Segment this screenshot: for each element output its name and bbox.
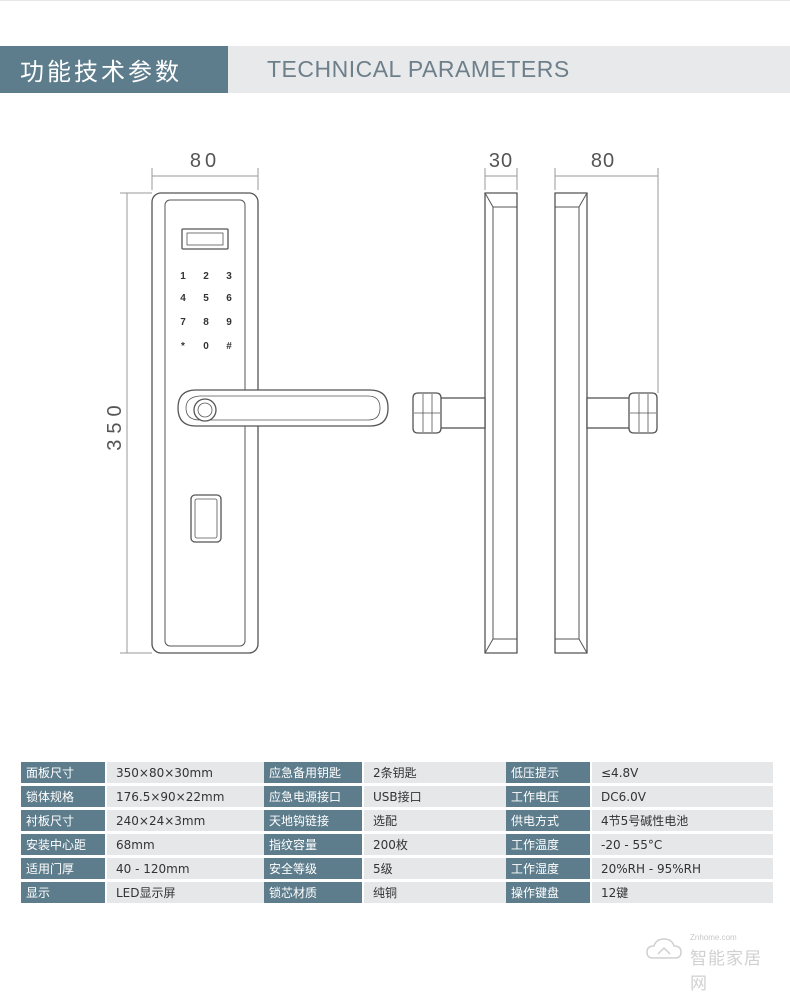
spec-value: -20 - 55°C [592, 834, 773, 855]
banner-title-block: 功能技术参数 [0, 46, 228, 93]
spec-value: 选配 [364, 810, 512, 831]
keypad: 1 2 3 4 5 6 7 8 9 * 0 # [180, 271, 232, 352]
spec-label: 显示 [21, 882, 105, 903]
handle-lever [177, 389, 389, 427]
spec-value: 350×80×30mm [107, 762, 269, 783]
keypad-key: 9 [226, 317, 232, 328]
spec-label: 低压提示 [506, 762, 590, 783]
lock-side-view-right [554, 192, 658, 654]
spec-value: 12键 [592, 882, 773, 903]
spec-value: DC6.0V [592, 786, 773, 807]
side-width-dimension: 80 [591, 150, 615, 172]
spec-row: 工作温度-20 - 55°C [506, 834, 773, 855]
led-display [181, 228, 229, 250]
keypad-key: 5 [203, 293, 209, 304]
spec-label: 适用门厚 [21, 858, 105, 879]
spec-value: 纯铜 [364, 882, 512, 903]
spec-value: 40 - 120mm [107, 858, 269, 879]
spec-value: 68mm [107, 834, 269, 855]
spec-row: 低压提示≤4.8V [506, 762, 773, 783]
side-left-body [484, 192, 518, 654]
fingerprint-reader-icon [193, 398, 217, 422]
keypad-key: 1 [180, 271, 186, 282]
led-display-screen [186, 232, 224, 246]
spec-label: 面板尺寸 [21, 762, 105, 783]
keypad-key: 7 [180, 317, 186, 328]
spec-label: 锁芯材质 [264, 882, 362, 903]
spec-value: 2条钥匙 [364, 762, 512, 783]
watermark-site: Znhome.com [690, 933, 737, 942]
side-right-spindle [586, 397, 631, 429]
spec-value: 20%RH - 95%RH [592, 858, 773, 879]
spec-label: 天地钩链接 [264, 810, 362, 831]
cloud-house-icon [646, 938, 682, 959]
spec-label: 工作湿度 [506, 858, 590, 879]
spec-value: 200枚 [364, 834, 512, 855]
banner-title-en: TECHNICAL PARAMETERS [267, 56, 570, 82]
dimension-lines [120, 168, 659, 654]
keypad-key: * [181, 341, 185, 352]
lock-side-view-left [412, 192, 518, 654]
watermark-brand: 智能家居网 [690, 949, 762, 994]
technical-drawing: 80 350 30 80 1 2 3 4 5 6 7 8 9 * 0 # [104, 150, 659, 654]
keypad-key: 2 [203, 271, 209, 282]
keypad-key: # [226, 341, 232, 352]
keypad-key: 4 [180, 293, 186, 304]
banner-title-cn: 功能技术参数 [20, 58, 182, 86]
spec-label: 锁体规格 [21, 786, 105, 807]
spec-label: 衬板尺寸 [21, 810, 105, 831]
spec-value: ≤4.8V [592, 762, 773, 783]
spec-label: 安装中心距 [21, 834, 105, 855]
top-divider [0, 0, 790, 1]
front-width-dimension: 80 [190, 150, 220, 172]
keypad-key: 6 [226, 293, 232, 304]
keypad-key: 0 [203, 341, 209, 352]
spec-value: 240×24×3mm [107, 810, 269, 831]
spec-value: 5级 [364, 858, 512, 879]
spec-value: LED显示屏 [107, 882, 269, 903]
watermark: Znhome.com 智能家居网 [644, 930, 774, 994]
spec-label: 指纹容量 [264, 834, 362, 855]
side-right-body [554, 192, 588, 654]
keypad-key: 8 [203, 317, 209, 328]
spec-row: 天地钩链接选配 [264, 810, 512, 831]
spec-row: 锁芯材质纯铜 [264, 882, 512, 903]
spec-value: USB接口 [364, 786, 512, 807]
spec-value: 176.5×90×22mm [107, 786, 269, 807]
spec-label: 安全等级 [264, 858, 362, 879]
front-height-dimension: 350 [104, 399, 126, 450]
side-left-spindle [439, 397, 486, 429]
spec-value: 4节5号碱性电池 [592, 810, 773, 831]
spec-label: 应急电源接口 [264, 786, 362, 807]
keypad-key: 3 [226, 271, 232, 282]
spec-label: 操作键盘 [506, 882, 590, 903]
spec-label: 工作温度 [506, 834, 590, 855]
keyhole-cover [190, 494, 222, 543]
spec-label: 工作电压 [506, 786, 590, 807]
section-banner: 功能技术参数 TECHNICAL PARAMETERS [0, 46, 790, 93]
spec-label: 应急备用钥匙 [264, 762, 362, 783]
side-depth-dimension: 30 [489, 150, 513, 172]
spec-label: 供电方式 [506, 810, 590, 831]
lock-front-view [151, 192, 389, 654]
